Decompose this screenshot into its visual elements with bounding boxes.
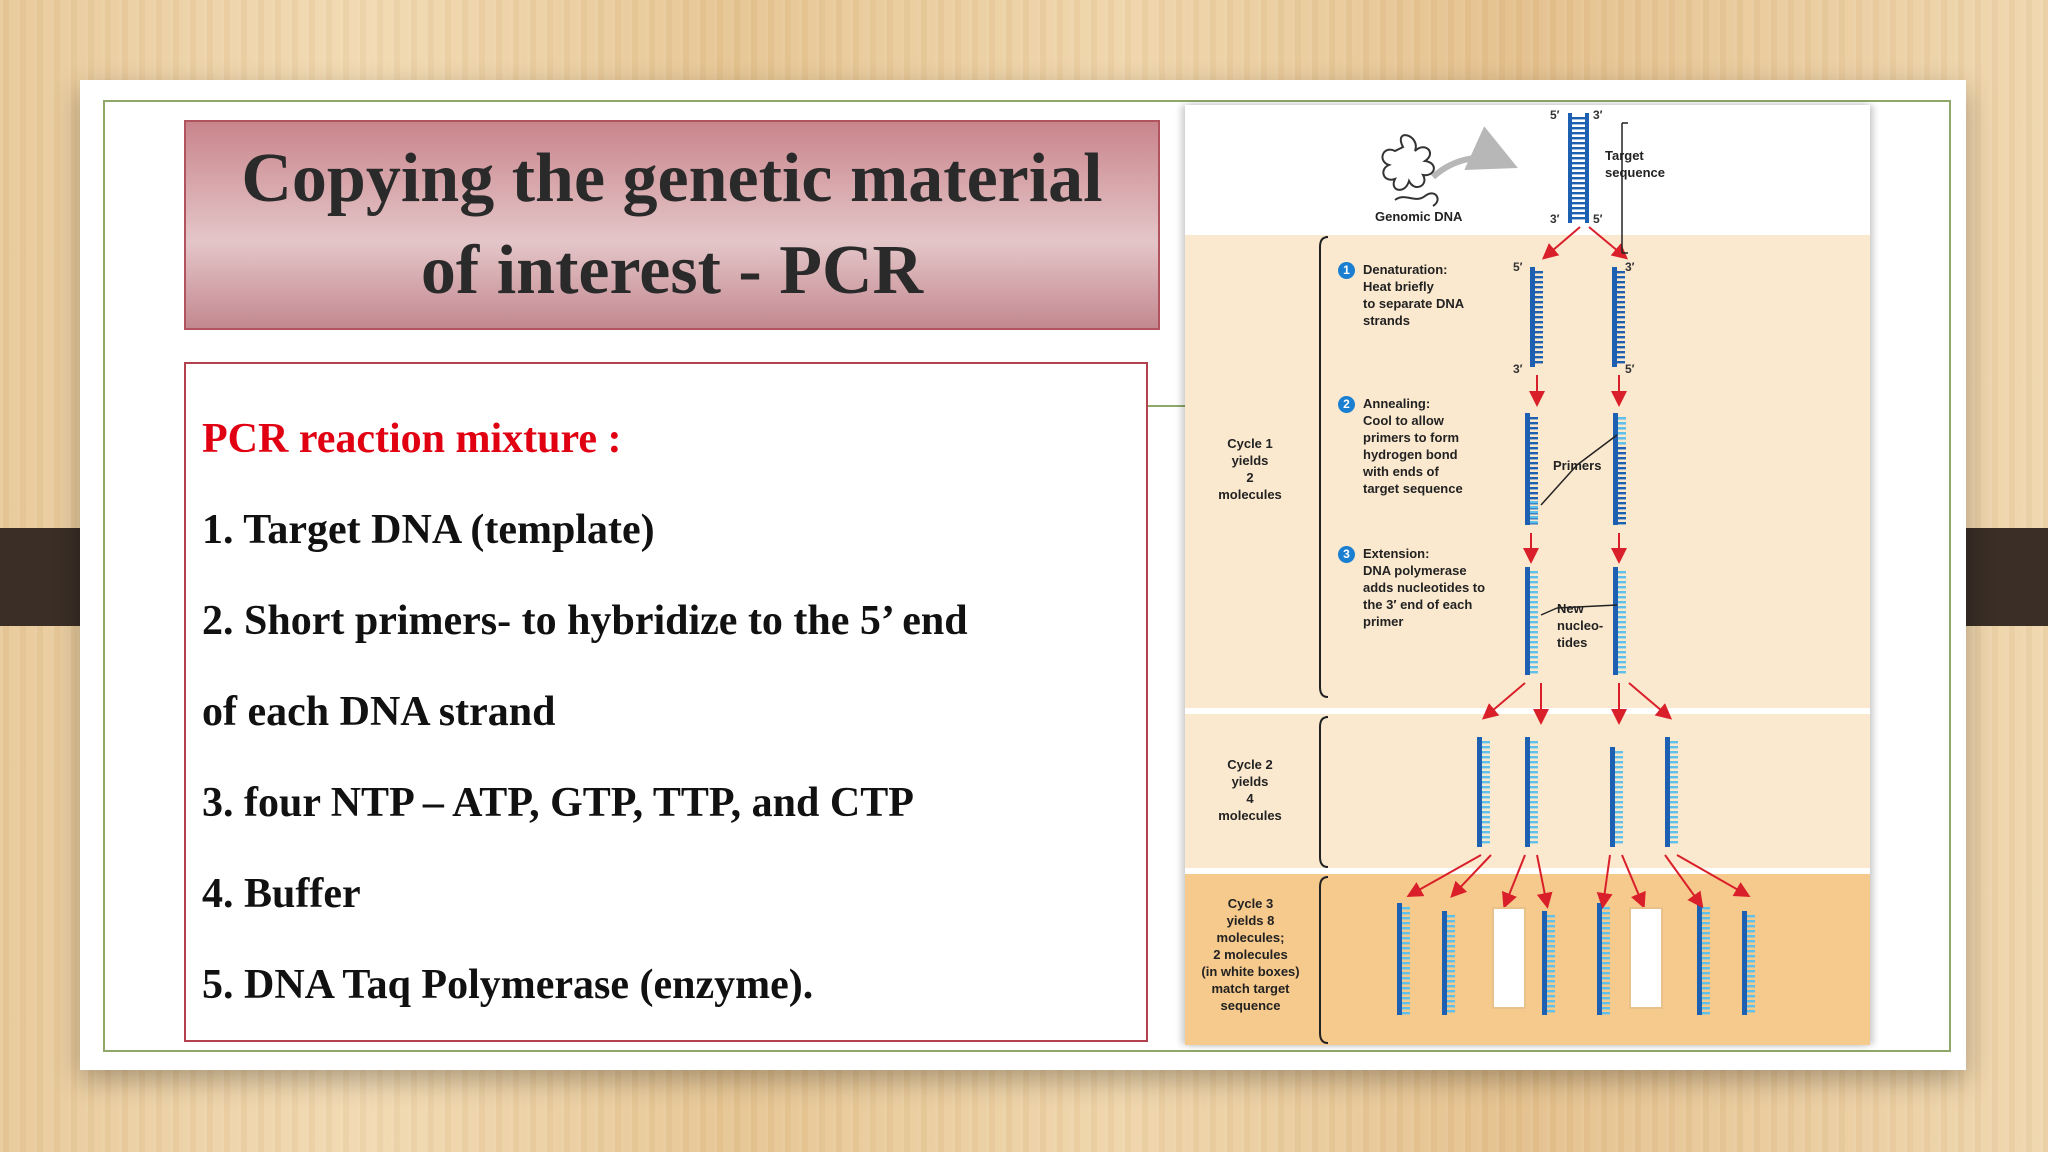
cycle3-label: Cycle 3 yields 8 molecules; 2 molecules … (1201, 896, 1300, 1013)
reaction-arrow (1596, 854, 1613, 909)
reaction-arrow (1406, 854, 1482, 897)
band-divider (1185, 868, 1870, 874)
title-line-2: of interest - PCR (420, 232, 924, 309)
dna-strand (1525, 497, 1538, 525)
pcr-diagram-graphics (1185, 113, 1870, 1045)
reaction-arrow (1536, 854, 1553, 909)
genomic-dna-icon (1394, 192, 1439, 207)
mixture-item: 1. Target DNA (template) (202, 507, 655, 553)
cycle3-bracket (1319, 876, 1329, 1044)
slide-frame (103, 100, 1951, 1052)
arrow-icon (1430, 126, 1518, 180)
slide-title: Copying the genetic material of interest… (186, 133, 1158, 317)
cycle2-label: Cycle 2 yields 4 molecules (1218, 757, 1282, 823)
dna-strand (1525, 567, 1538, 675)
step1: 1 (1338, 261, 1359, 279)
step2-number: 2 (1338, 396, 1355, 413)
pointer-line (1556, 604, 1618, 609)
pcr-diagram: Genomic DNA Target sequence 5′ 3′ 3′ 5′ … (1185, 105, 1870, 1045)
cycle1-label: Cycle 1 yields 2 molecules (1218, 436, 1282, 502)
target-match-box (1629, 907, 1663, 1009)
step2-text: Annealing: Cool to allow primers to form… (1363, 396, 1463, 496)
step3-number: 3 (1338, 546, 1355, 563)
dna-strand (1525, 737, 1538, 847)
reaction-arrow (1450, 854, 1492, 898)
target-bracket (1622, 122, 1628, 254)
reaction-arrow (1481, 682, 1526, 720)
reaction-arrows (1406, 226, 1751, 909)
prime-label: 3′ (1513, 362, 1523, 376)
target-sequence-label: Target sequence (1605, 148, 1665, 180)
dna-strand (1665, 737, 1678, 847)
reaction-arrow (1664, 854, 1704, 909)
step1-text: Denaturation: Heat briefly to separate D… (1363, 262, 1465, 328)
mixture-item: of each DNA strand (202, 689, 556, 735)
mixture-heading: PCR reaction mixture : (202, 416, 622, 462)
step3-text: Extension: DNA polymerase adds nucleotid… (1363, 546, 1486, 629)
dna-strand (1613, 413, 1626, 445)
mixture-item: 4. Buffer (202, 871, 361, 917)
dna-strand (1697, 903, 1710, 1015)
dna-strand (1542, 911, 1555, 1015)
reaction-arrow (1588, 226, 1629, 260)
primers-label: Primers (1553, 458, 1602, 473)
prime-label: 5′ (1550, 108, 1560, 122)
band-divider (1185, 708, 1870, 714)
dna-strand (1612, 267, 1625, 367)
reaction-arrow (1502, 854, 1526, 909)
frame-connector (1148, 405, 1190, 407)
cycle3-band (1185, 874, 1870, 1045)
title-line-1: Copying the genetic material (241, 140, 1103, 217)
reaction-arrow (1541, 226, 1581, 260)
dna-strand (1610, 747, 1623, 847)
genomic-dna-label: Genomic DNA (1375, 209, 1463, 224)
prime-label: 5′ (1593, 212, 1603, 226)
pointer-line (1540, 464, 1578, 506)
step1-number: 1 (1338, 262, 1355, 279)
mixture-item: 5. DNA Taq Polymerase (enzyme). (202, 962, 814, 1008)
reaction-arrow (1628, 682, 1673, 720)
pointer-line (1540, 607, 1558, 616)
target-match-box (1492, 907, 1526, 1009)
mixture-box: PCR reaction mixture : 1. Target DNA (te… (184, 362, 1148, 1042)
pointer-line (1576, 434, 1618, 466)
cycle1-bracket (1319, 236, 1329, 698)
dna-strand (1742, 911, 1755, 1015)
cycle2-bracket (1319, 716, 1329, 868)
title-banner: Copying the genetic material of interest… (184, 120, 1160, 330)
mixture-item: 3. four NTP – ATP, GTP, TTP, and CTP (202, 780, 914, 826)
step3: 3 (1338, 545, 1359, 563)
new-nucleotides-label: New nucleo- tides (1557, 601, 1604, 650)
genomic-dna-icon (1381, 134, 1435, 191)
mixture-item: 2. Short primers- to hybridize to the 5’… (202, 598, 968, 644)
reaction-arrow (1621, 854, 1646, 909)
prime-label: 5′ (1625, 362, 1635, 376)
prime-label: 3′ (1593, 108, 1603, 122)
step2: 2 (1338, 395, 1359, 413)
dna-strand (1477, 737, 1490, 847)
reaction-arrow (1676, 854, 1751, 897)
dna-strand (1397, 903, 1410, 1015)
prime-label: 3′ (1625, 260, 1635, 274)
dna-strand (1442, 911, 1455, 1015)
dna-duplex (1568, 113, 1589, 223)
prime-label: 5′ (1513, 260, 1523, 274)
dna-strand (1530, 267, 1543, 367)
prime-label: 3′ (1550, 212, 1560, 226)
target-match-boxes (1492, 907, 1663, 1009)
dna-strand (1613, 567, 1626, 675)
